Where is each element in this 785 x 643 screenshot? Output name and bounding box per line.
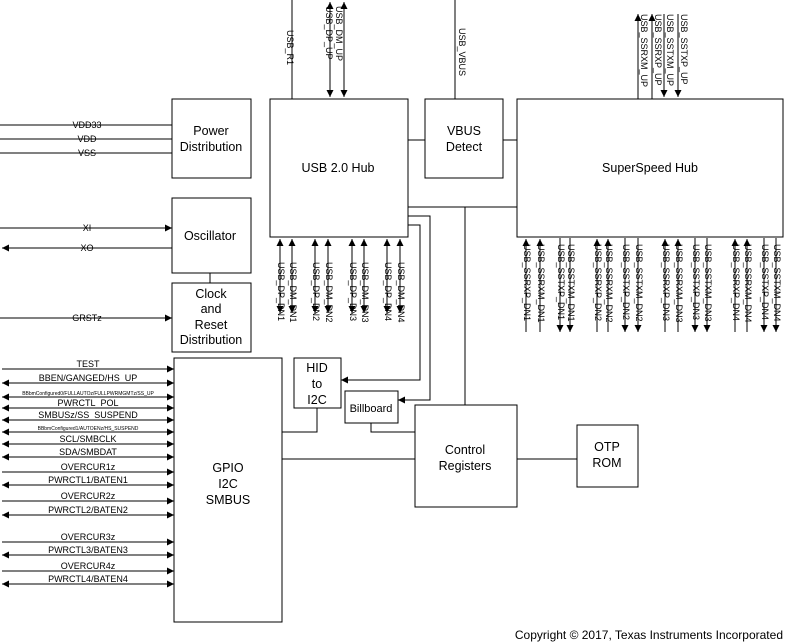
- signal-vss: VSS: [78, 148, 96, 158]
- gpio-signal-label-1: BBEN/GANGED/HS_UP: [39, 373, 138, 383]
- control-label-2: Registers: [439, 459, 492, 473]
- usb2-down-label-0: USB_DP_DN1: [276, 262, 286, 321]
- ss-down-label-14: USB_SSTXP_DN4: [760, 244, 770, 320]
- hid-label-3: I2C: [307, 393, 326, 407]
- hid-i2c-block: HID to I2C: [293, 357, 342, 409]
- usb2-hub-block: USB 2.0 Hub: [269, 98, 409, 238]
- signal-usb-vbus: USB_VBUS: [457, 28, 467, 76]
- ss-down-label-6: USB_SSTXP_DN2: [621, 244, 631, 320]
- ss-down-label-5: USB_SSRXM_DN2: [604, 244, 614, 323]
- power-label-2: Distribution: [180, 140, 243, 154]
- usb2-down-label-3: USB_DM_DN2: [324, 262, 334, 323]
- gpio-signal-label-7: SDA/SMBDAT: [59, 447, 117, 457]
- ss-down-label-0: USB_SSRXP_DN1: [522, 244, 532, 321]
- usb2-down-label-1: USB_DM_DN1: [288, 262, 298, 323]
- gpio-signal-label-13: PWRCTL3/BATEN3: [48, 545, 128, 555]
- usb2-down-label-2: USB_DP_DN2: [311, 262, 321, 321]
- usb2-down-label-4: USB_DP_DN3: [348, 262, 358, 321]
- oscillator-label: Oscillator: [184, 229, 236, 243]
- gpio-label-2: I2C: [218, 477, 237, 491]
- reset-label-1: Clock: [195, 287, 227, 301]
- reset-label-2: and: [201, 302, 222, 316]
- gpio-signal-label-5: BBbmConfigured1/AUTOENz/HS_SUSPEND: [38, 426, 139, 432]
- usb2-hub-label: USB 2.0 Hub: [302, 161, 375, 175]
- signal-sstxp-up: USB_SSTXP_UP: [679, 14, 689, 85]
- signal-grstz: GRSTz: [72, 313, 102, 323]
- gpio-signal-label-3: PWRCTL_POL: [57, 398, 118, 408]
- gpio-label-3: SMBUS: [206, 493, 250, 507]
- gpio-label-1: GPIO: [212, 461, 244, 475]
- signal-sstxm-up: USB_SSTXM_UP: [665, 14, 675, 86]
- usb2-down-label-6: USB_DP_DN4: [383, 262, 393, 321]
- billboard-label: Billboard: [350, 403, 393, 415]
- ss-down-label-3: USB_SSTXM_DN1: [566, 244, 576, 322]
- ss-down-label-7: USB_SSTXM_DN2: [634, 244, 644, 322]
- power-signal-lines: [0, 124, 172, 154]
- oscillator-block: Oscillator: [171, 197, 252, 274]
- otp-rom-block: OTP ROM: [576, 424, 639, 488]
- gpio-signal-label-6: SCL/SMBCLK: [59, 434, 116, 444]
- signal-ssrxm-up: USB_SSRXM_UP: [639, 14, 649, 87]
- clock-reset-block: Clock and Reset Distribution: [171, 282, 252, 353]
- gpio-signal-label-9: PWRCTL1/BATEN1: [48, 475, 128, 485]
- hid-label-1: HID: [306, 361, 328, 375]
- superspeed-hub-label: SuperSpeed Hub: [602, 161, 698, 175]
- control-label-1: Control: [445, 443, 485, 457]
- ss-down-label-4: USB_SSRXP_DN2: [593, 244, 603, 321]
- gpio-i2c-smbus-block: GPIO I2C SMBUS: [173, 357, 283, 623]
- ss-down-label-8: USB_SSRXP_DN3: [661, 244, 671, 321]
- ss-down-label-2: USB_SSTXP_DN1: [556, 244, 566, 320]
- signal-xi: XI: [83, 223, 92, 233]
- signal-vdd33: VDD33: [72, 120, 101, 130]
- gpio-signal-label-11: PWRCTL2/BATEN2: [48, 505, 128, 515]
- gpio-signal-label-14: OVERCUR4z: [61, 561, 116, 571]
- control-registers-block: Control Registers: [414, 404, 518, 508]
- hid-label-2: to: [312, 377, 322, 391]
- ss-down-label-1: USB_SSRXM_DN1: [536, 244, 546, 323]
- ss-down-label-10: USB_SSTXP_DN3: [691, 244, 701, 320]
- power-label-1: Power: [193, 124, 228, 138]
- reset-label-4: Distribution: [180, 333, 243, 347]
- ss-down-label-12: USB_SSRXP_DN4: [731, 244, 741, 321]
- osc-signal-lines: [0, 224, 172, 252]
- signal-vdd: VDD: [77, 134, 97, 144]
- ss-down-label-15: USB_SSTXM_DN4: [772, 244, 782, 322]
- gpio-signal-label-2: BBbmConfigured0/FULLAUTOz/FULLPWRMGMTz/S…: [22, 391, 154, 397]
- superspeed-hub-block: SuperSpeed Hub: [516, 98, 784, 238]
- ss-down-label-11: USB_SSTXM_DN3: [703, 244, 713, 322]
- vbus-label-2: Detect: [446, 140, 483, 154]
- usb2-down-label-7: USB_DM_DN4: [396, 262, 406, 323]
- gpio-signal-label-0: TEST: [76, 359, 100, 369]
- gpio-signal-label-8: OVERCUR1z: [61, 462, 116, 472]
- reset-label-3: Reset: [195, 318, 228, 332]
- top-signal-lines: [291, 0, 682, 99]
- gpio-signal-label-4: SMBUSz/SS_SUSPEND: [38, 410, 138, 420]
- vbus-label-1: VBUS: [447, 124, 481, 138]
- signal-usb-dm-up: USB_DM_UP: [334, 6, 344, 61]
- ss-down-label-9: USB_SSRXM_DN3: [674, 244, 684, 323]
- signal-xo: XO: [80, 243, 93, 253]
- copyright-text: Copyright © 2017, Texas Instruments Inco…: [515, 628, 783, 642]
- vbus-detect-block: VBUS Detect: [424, 98, 504, 179]
- power-distribution-block: Power Distribution: [171, 98, 252, 179]
- gpio-signal-label-15: PWRCTL4/BATEN4: [48, 574, 128, 584]
- ss-down-label-13: USB_SSRXM_DN4: [743, 244, 753, 323]
- internal-connections: [209, 139, 577, 460]
- billboard-block: Billboard: [344, 390, 399, 424]
- signal-ssrxp-up: USB_SSRXP_UP: [653, 14, 663, 86]
- gpio-signal-lines: TEST BBEN/GANGED/HS_UP BBbmConfigured0/FUL…: [2, 359, 174, 588]
- signal-usb-r1: USB_R1: [285, 30, 295, 65]
- otp-label-2: ROM: [592, 456, 621, 470]
- usb2-down-label-5: USB_DM_DN3: [360, 262, 370, 323]
- gpio-signal-label-10: OVERCUR2z: [61, 491, 116, 501]
- otp-label-1: OTP: [594, 440, 620, 454]
- signal-usb-dp-up: USB_DP_UP: [324, 6, 334, 60]
- gpio-signal-label-12: OVERCUR3z: [61, 532, 116, 542]
